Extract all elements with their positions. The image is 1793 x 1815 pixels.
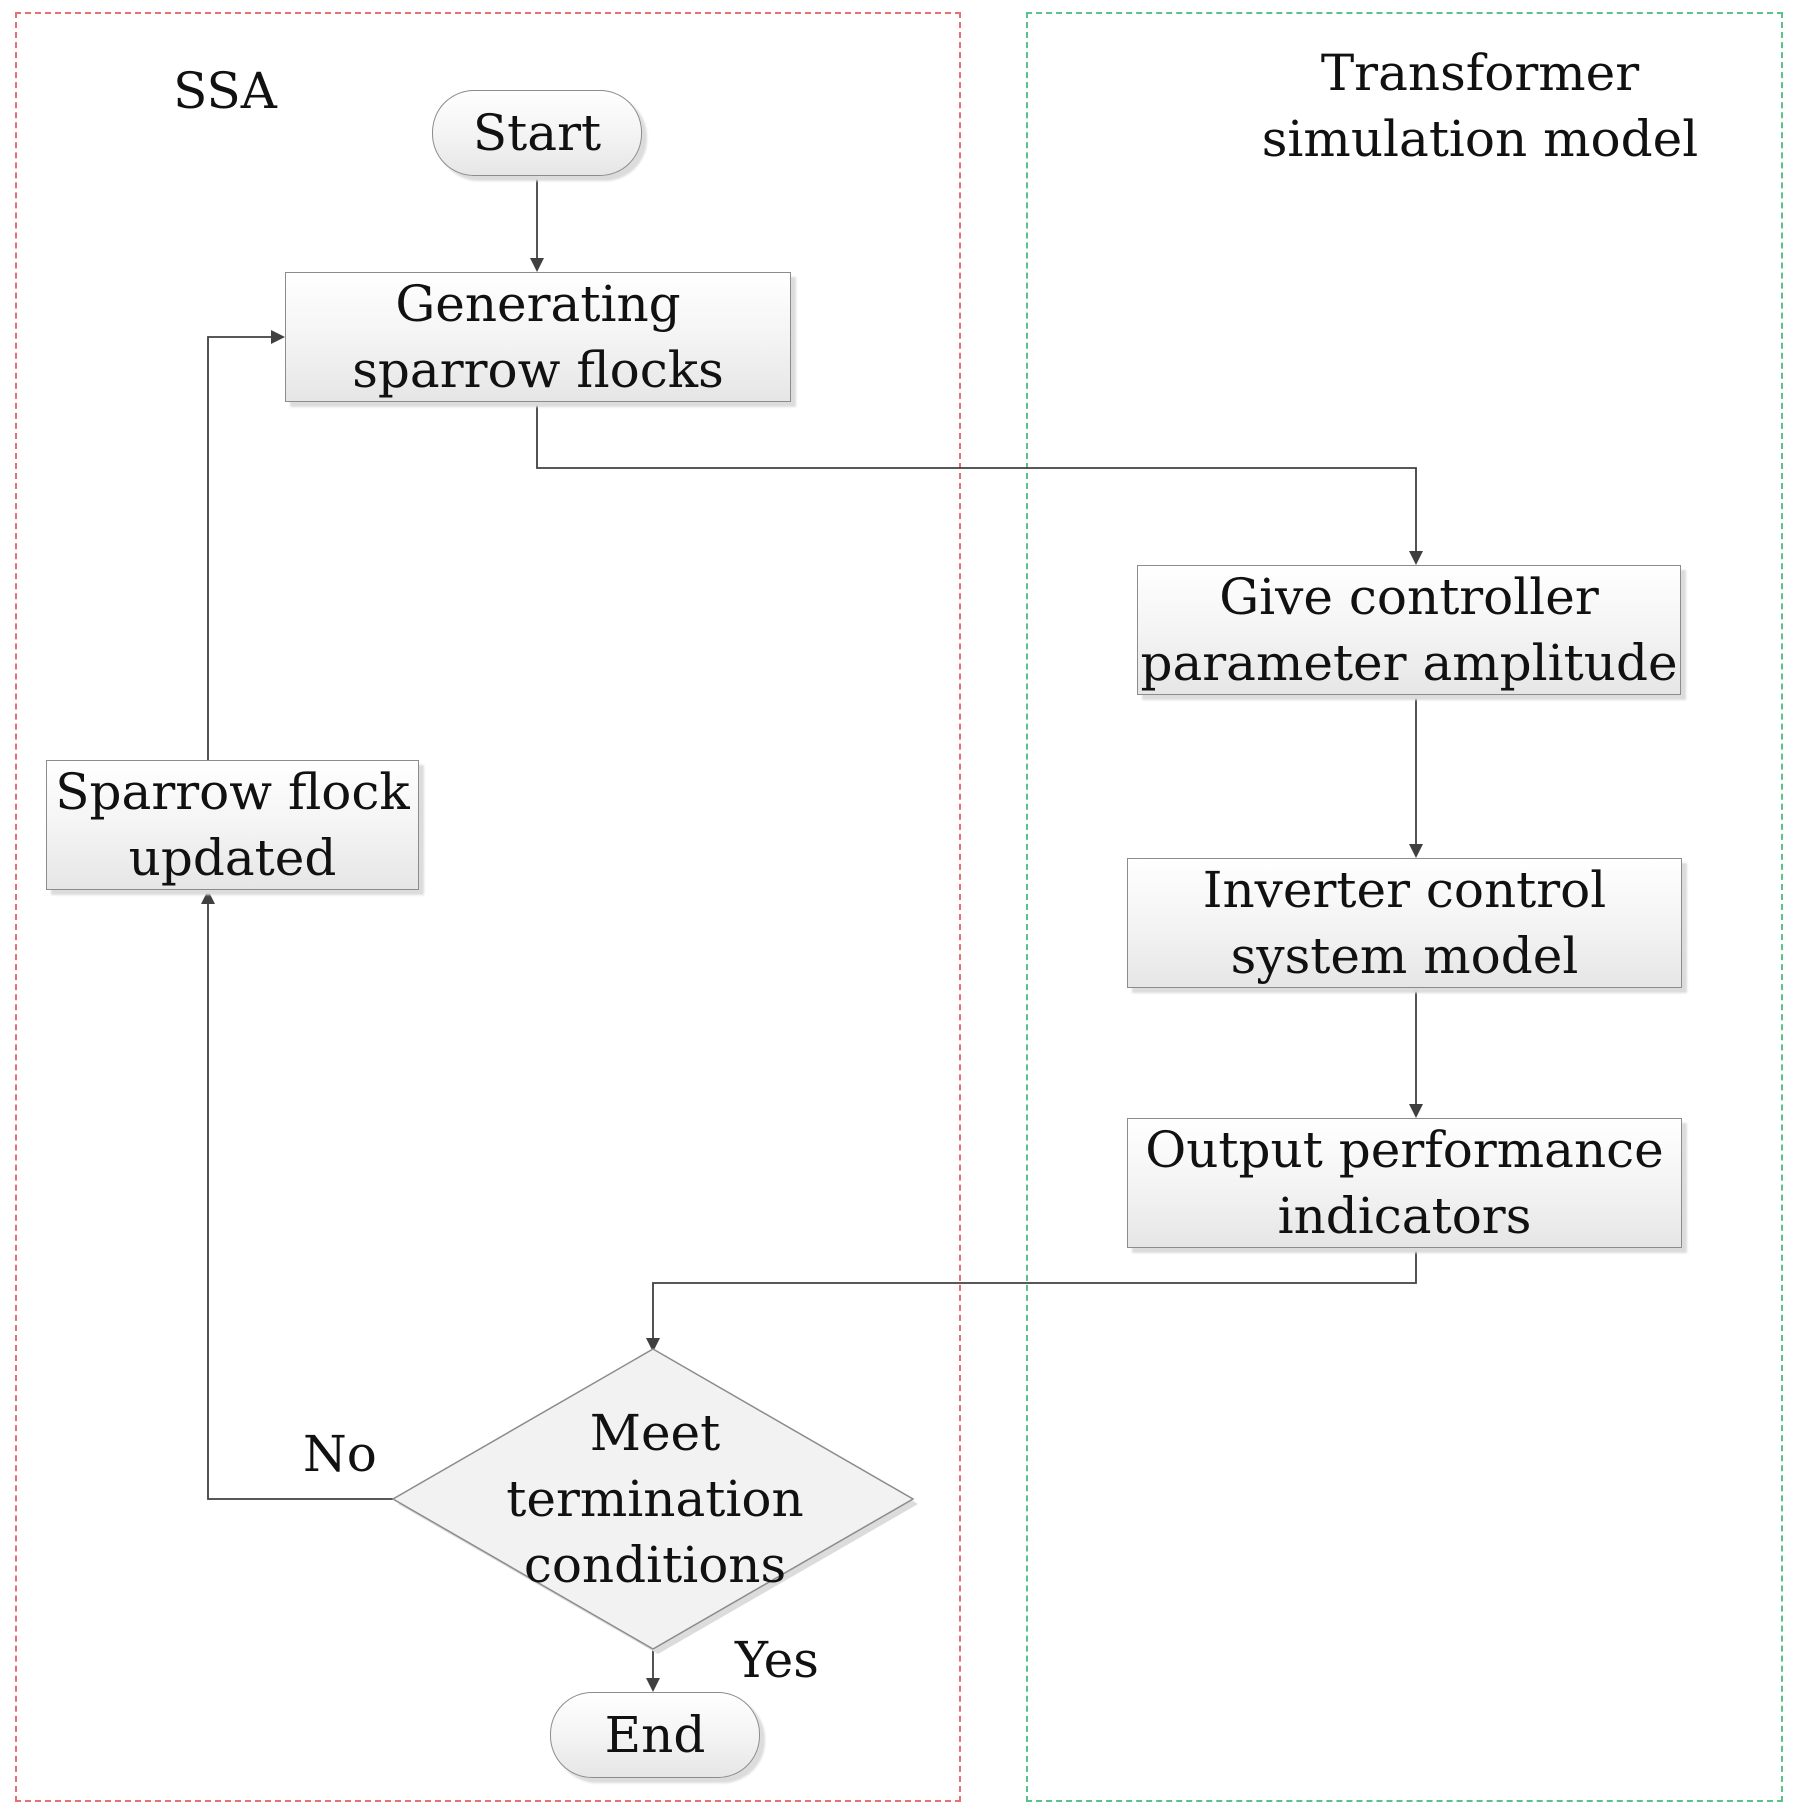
generating-sparrow-flocks-node: Generating sparrow flocks (285, 272, 791, 402)
output-performance-indicators-node: Output performance indicators (1127, 1118, 1682, 1248)
give-controller-parameter-node: Give controller parameter amplitude (1137, 565, 1681, 695)
end-node: End (550, 1692, 760, 1778)
edge-output-to-decision (646, 1248, 1417, 1352)
ssa-region-title: SSA (173, 62, 277, 120)
termination-decision-label: Meet termination conditions (506, 1404, 804, 1594)
transformer-model-region (1026, 12, 1783, 1802)
yes-branch-label: Yes (735, 1631, 819, 1689)
edge-generate-to-give (536, 402, 1423, 565)
edge-updated-to-generate (207, 330, 285, 760)
sparrow-flock-updated-node: Sparrow flock updated (46, 760, 419, 890)
decision-diamond (391, 1348, 915, 1650)
model-region-title: Transformer simulation model (1261, 44, 1699, 168)
edge-decision-no-to-updated (201, 890, 393, 1500)
start-node: Start (432, 90, 642, 176)
inverter-control-system-node: Inverter control system model (1127, 858, 1682, 988)
no-branch-label: No (303, 1425, 377, 1483)
ssa-region (15, 12, 961, 1802)
